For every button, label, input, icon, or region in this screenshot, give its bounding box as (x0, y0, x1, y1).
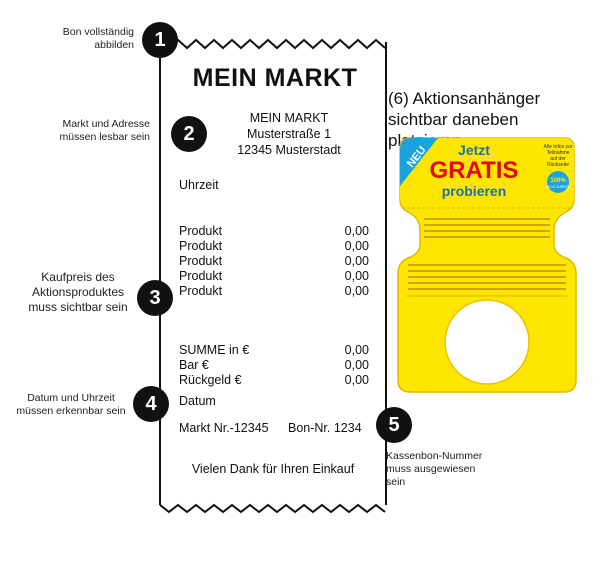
receipt-title: MEIN MARKT (192, 64, 358, 92)
item-name: Produkt (179, 269, 223, 283)
receipt-item-row: Produkt 0,00 (179, 239, 369, 254)
item-price: 0,00 (344, 269, 369, 283)
badge-1: 1 (142, 22, 178, 58)
total-name: SUMME in € (179, 343, 250, 357)
total-price: 0,00 (344, 343, 369, 357)
total-name: Bar € (179, 358, 209, 372)
hanger-line-1: Jetzt (458, 142, 490, 158)
hanger-line-2: GRATIS (430, 157, 519, 184)
address-line-city: 12345 Musterstadt (237, 143, 341, 157)
hint-3-line-1: Kaufpreis des (41, 270, 115, 284)
side-note-line: Teilnahme (547, 150, 570, 156)
address-line-name: MEIN MARKT (249, 111, 329, 125)
receipt-total-row: SUMME in € 0,00 (179, 343, 369, 358)
hint-5-line-2: muss ausgewiesen (386, 463, 476, 475)
total-name: Rückgeld € (179, 373, 242, 387)
hint-6-line-1: (6) Aktionsanhänger (388, 89, 541, 108)
money-back-seal (547, 171, 569, 193)
address-line-street: Musterstraße 1 (246, 127, 332, 141)
item-price: 0,00 (344, 224, 369, 238)
hint-4-line-1: Datum und Uhrzeit (27, 392, 115, 404)
side-note-line: auf der (550, 156, 566, 162)
hint-1-line-2: abbilden (94, 39, 134, 51)
receipt-top-zigzag (159, 38, 386, 50)
hint-2-line-1: Markt und Adresse (62, 118, 150, 130)
item-price: 0,00 (344, 254, 369, 268)
hanger-line-3: probieren (442, 183, 507, 199)
receipt-time-label: Uhrzeit (179, 178, 219, 192)
hint-4-line-2: müssen erkennbar sein (16, 405, 126, 417)
receipt-bon-number: Bon-Nr. 12345 (288, 421, 362, 435)
receipt-address: MEIN MARKT Musterstraße 1 12345 Musterst… (214, 110, 364, 158)
hint-2-line-2: müssen lesbar sein (59, 131, 150, 143)
side-note-line: Alle Infos zur (544, 144, 573, 150)
item-name: Produkt (179, 254, 223, 268)
seal-text: 100% (550, 178, 566, 184)
badge-4: 4 (133, 386, 169, 422)
hint-5-line-3: sein (386, 476, 406, 488)
hint-purchase-price: Kaufpreis des Aktionsproduktes muss sich… (18, 270, 138, 315)
hint-1-line-1: Bon vollständig (62, 26, 134, 38)
hint-3-line-2: Aktionsproduktes (31, 285, 125, 299)
total-price: 0,00 (344, 358, 369, 372)
item-price: 0,00 (344, 239, 369, 253)
total-price: 0,00 (344, 373, 369, 387)
small-print (408, 218, 566, 290)
hint-bon-number: Kassenbon-Nummer muss ausgewiesen sein (386, 450, 496, 489)
item-name: Produkt (179, 239, 223, 253)
receipt-bottom-zigzag (159, 503, 386, 514)
receipt-total-row: Bar € 0,00 (179, 358, 369, 373)
promo-hanger-tag: NEU Jetzt GRATIS probieren Alle Infos zu… (397, 137, 577, 393)
item-name: Produkt (179, 284, 223, 298)
hint-date-time: Datum und Uhrzeit müssen erkennbar sein (6, 392, 136, 418)
receipt-item-row: Produkt 0,00 (179, 254, 369, 269)
receipt-total-row: Rückgeld € 0,00 (179, 373, 369, 388)
seal-text: GELD ZURÜCK (545, 185, 571, 189)
badge-2: 2 (171, 116, 207, 152)
item-price: 0,00 (344, 284, 369, 298)
side-note-line: Rückseite (547, 162, 569, 168)
receipt-market-number: Markt Nr.-12345 (179, 421, 269, 435)
item-name: Produkt (179, 224, 223, 238)
hint-receipt-complete: Bon vollständig abbilden (24, 26, 134, 52)
receipt-item-row: Produkt 0,00 (179, 284, 369, 299)
badge-3: 3 (137, 280, 173, 316)
hint-market-address: Markt und Adresse müssen lesbar sein (24, 118, 150, 144)
receipt-thanks: Vielen Dank für Ihren Einkauf (191, 462, 355, 476)
receipt-item-row: Produkt 0,00 (179, 269, 369, 284)
bottle-hole (444, 299, 530, 385)
hint-3-line-3: muss sichtbar sein (28, 300, 128, 314)
badge-5: 5 (376, 407, 412, 443)
hint-5-line-1: Kassenbon-Nummer (386, 450, 483, 462)
receipt-item-row: Produkt 0,00 (179, 224, 369, 239)
ribbon-shape (400, 138, 438, 186)
receipt-date-label: Datum (179, 394, 216, 408)
